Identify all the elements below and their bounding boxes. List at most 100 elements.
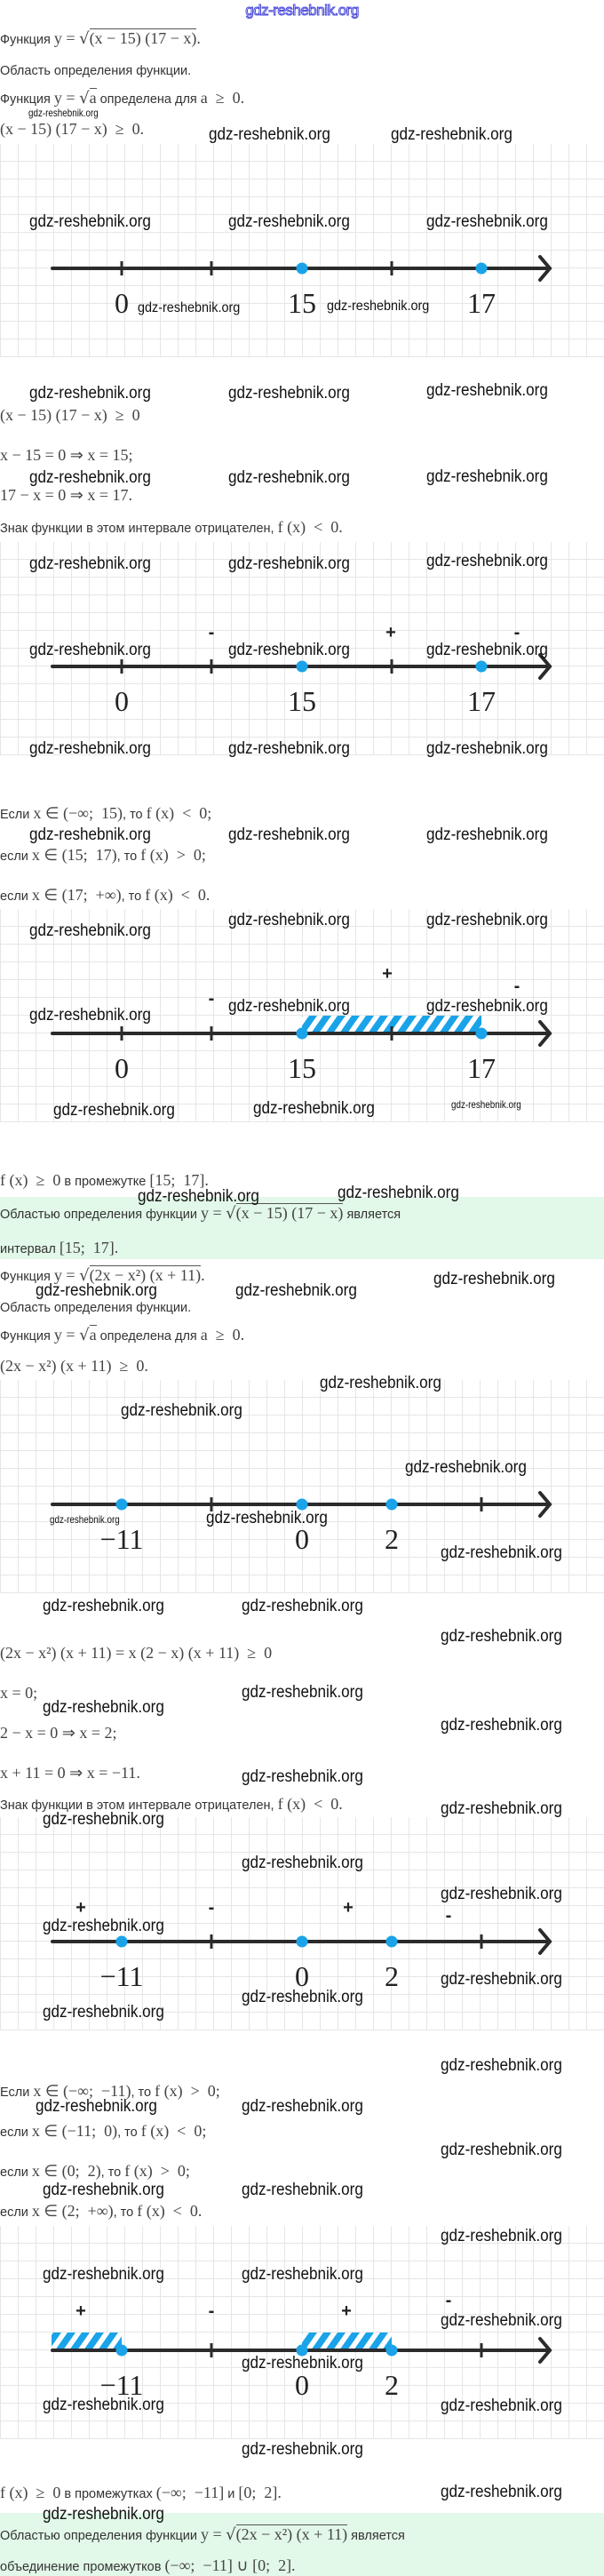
- watermark-text: gdz-reshebnik.org: [242, 1767, 363, 1786]
- watermark-text: gdz-reshebnik.org: [36, 1281, 157, 1300]
- square-root-icon: √: [79, 1266, 90, 1285]
- math-expression: (x − 15) (17 − x): [89, 28, 197, 47]
- text-fragment: Если: [0, 808, 34, 822]
- watermark-text: gdz-reshebnik.org: [441, 2397, 562, 2415]
- tick-label: 0: [295, 1960, 309, 1992]
- interval-sign: -: [209, 1898, 215, 1918]
- tick-label: −11: [100, 2369, 144, 2401]
- watermark-text: gdz-reshebnik.org: [228, 997, 350, 1016]
- text-line: Областью определения функции y = √(2x − …: [0, 2524, 405, 2543]
- critical-point: [475, 1027, 488, 1040]
- math-expression: x + 11 = 0 ⇒ x = −11.: [0, 1764, 140, 1782]
- text-line: если x ∈ (2; +∞), то f (x) < 0.: [0, 2202, 203, 2220]
- math-expression: f (x) > 0;: [124, 2162, 190, 2180]
- critical-point: [115, 1935, 128, 1948]
- math-expression: x ∈ (−11; 0): [31, 2122, 118, 2140]
- watermark-text: gdz-reshebnik.org: [43, 1917, 164, 1935]
- math-expression: y =: [53, 29, 80, 47]
- watermark-text: gdz-reshebnik.org: [426, 997, 548, 1016]
- watermark-text: gdz-reshebnik.org: [29, 1006, 151, 1025]
- tick-label: 15: [288, 1052, 316, 1084]
- math-expression: 17 − x = 0 ⇒ x = 17.: [0, 486, 133, 504]
- text-line: если x ∈ (15; 17), то f (x) > 0;: [0, 846, 206, 864]
- watermark-text: gdz-reshebnik.org: [228, 212, 350, 231]
- watermark-text: gdz-reshebnik.org: [441, 2056, 562, 2075]
- text-line: x + 11 = 0 ⇒ x = −11.: [0, 1765, 140, 1781]
- interval-sign: +: [76, 1898, 86, 1918]
- math-expression: a ≥ 0.: [200, 89, 245, 107]
- math-expression: x ∈ (0; 2): [31, 2162, 101, 2180]
- watermark-text: gdz-reshebnik.org: [441, 1543, 562, 1562]
- tick-label: 15: [288, 685, 316, 717]
- text-line: Функция y = √(x − 15) (17 − x).: [0, 28, 201, 48]
- text-line: интервал [15; 17].: [0, 1240, 118, 1256]
- text-line: 2 − x = 0 ⇒ x = 2;: [0, 1725, 117, 1741]
- watermark-text: gdz-reshebnik.org: [29, 212, 151, 231]
- watermark-text: gdz-reshebnik.org: [43, 1810, 164, 1829]
- watermark-text: gdz-reshebnik.org: [29, 554, 151, 573]
- math-expression: f (x) < 0.: [137, 2202, 203, 2220]
- interval-sign: -: [209, 2301, 215, 2321]
- math-expression: y =: [53, 1266, 80, 1284]
- math-expression: y =: [53, 1326, 80, 1344]
- interval-sign: -: [209, 623, 215, 642]
- watermark-text: gdz-reshebnik.org: [242, 1988, 363, 2006]
- math-expression: [0; 2].: [238, 2484, 282, 2501]
- text-line: x = 0;: [0, 1685, 37, 1701]
- interval-sign: -: [446, 1906, 452, 1926]
- math-expression: x ∈ (−∞; −11): [33, 2082, 131, 2100]
- text-fragment: Функция: [0, 1270, 54, 1284]
- text-fragment: , то: [121, 889, 146, 904]
- math-expression: (x − 15) (17 − x) ≥ 0.: [0, 120, 145, 138]
- watermark-text: gdz-reshebnik.org: [53, 1101, 175, 1120]
- text-line: Если x ∈ (−∞; −11), то f (x) > 0;: [0, 2082, 220, 2100]
- watermark-text: gdz-reshebnik.org: [121, 1401, 242, 1420]
- interval-sign: -: [514, 977, 521, 996]
- math-expression: .: [201, 1266, 205, 1284]
- axis-arrow-icon: [538, 255, 552, 282]
- text-fragment: Областью определения функции: [0, 1208, 201, 1222]
- math-expression: x ∈ (15; 17): [31, 846, 117, 864]
- watermark-text: gdz-reshebnik.org: [29, 468, 151, 487]
- watermark-text: gdz-reshebnik.org: [43, 2003, 164, 2022]
- text-fragment: Функция: [0, 1329, 54, 1344]
- shaded-interval: [302, 2333, 392, 2349]
- watermark-text: gdz-reshebnik.org: [29, 825, 151, 844]
- text-line: Знак функции в этом интервале отрицателе…: [0, 519, 343, 536]
- watermark-text: gdz-reshebnik.org: [29, 921, 151, 940]
- text-fragment: если: [0, 2165, 32, 2180]
- critical-point: [115, 2344, 128, 2357]
- interval-sign: +: [343, 1898, 354, 1918]
- watermark-text: gdz-reshebnik.org: [242, 2265, 363, 2284]
- text-fragment: Знак функции в этом интервале отрицателе…: [0, 522, 278, 536]
- math-expression: f (x) < 0;: [140, 2122, 207, 2140]
- watermark-text: gdz-reshebnik.org: [426, 381, 548, 400]
- text-fragment: в промежутке: [60, 1175, 150, 1189]
- watermark-text: gdz-reshebnik.org: [426, 641, 548, 659]
- watermark-text: gdz-reshebnik.org: [29, 739, 151, 758]
- axis-arrow-icon: [538, 1020, 552, 1047]
- tick-label: 2: [385, 2369, 399, 2401]
- text-fragment: Область определения функции.: [0, 1301, 192, 1315]
- text-line: Функция y = √a определена для a ≥ 0.: [0, 1325, 244, 1344]
- math-expression: x − 15 = 0 ⇒ x = 15;: [0, 446, 133, 464]
- critical-point: [296, 2344, 308, 2357]
- watermark-text: gdz-reshebnik.org: [242, 1854, 363, 1872]
- math-expression: y =: [201, 2525, 226, 2543]
- text-fragment: если: [0, 889, 32, 904]
- math-expression: x ∈ (2; +∞): [31, 2202, 114, 2220]
- text-fragment: , то: [100, 2165, 125, 2180]
- watermark-text: gdz-reshebnik.org: [242, 2354, 363, 2373]
- watermark-text: gdz-reshebnik.org: [228, 641, 350, 659]
- text-fragment: , то: [123, 808, 147, 822]
- math-expression: x ∈ (17; +∞): [31, 886, 122, 904]
- square-root-icon: √: [79, 29, 90, 48]
- watermark-text: gdz-reshebnik.org: [242, 2440, 363, 2459]
- watermark-text: gdz-reshebnik.org: [228, 825, 350, 844]
- shaded-interval: [302, 1016, 481, 1032]
